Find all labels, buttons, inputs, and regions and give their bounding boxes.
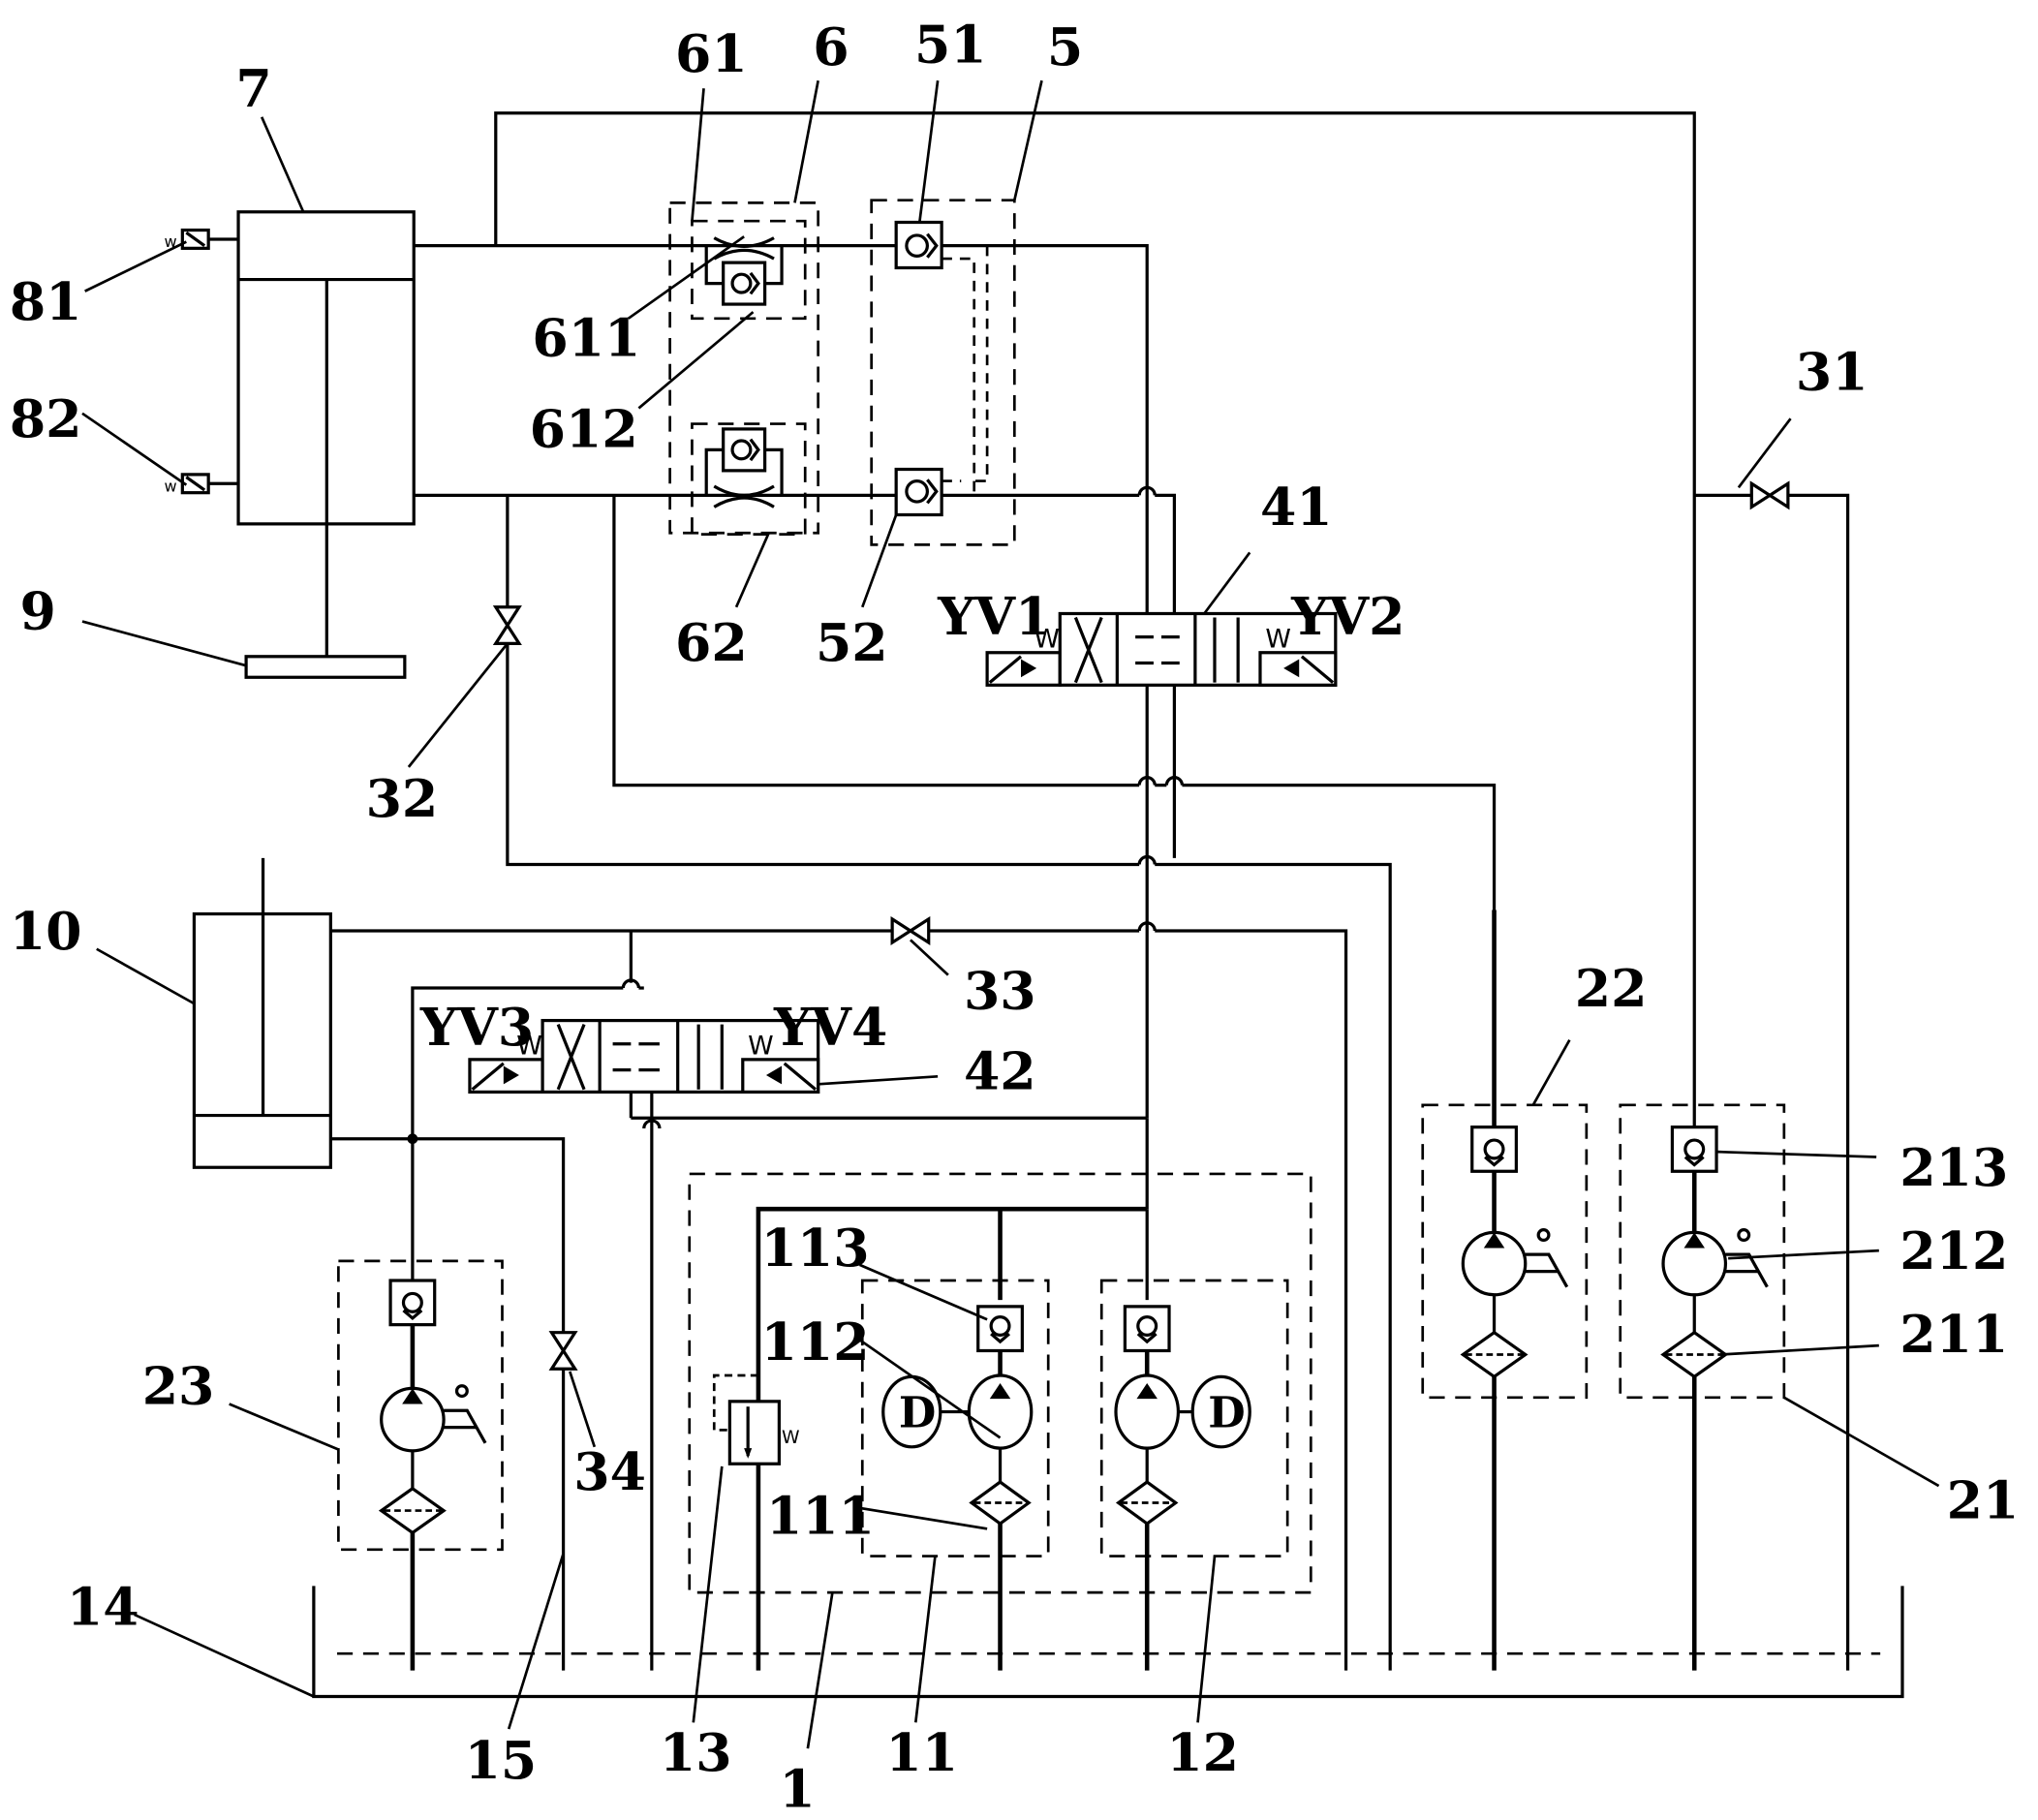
label-81: 81 — [10, 271, 82, 332]
label-32: 32 — [366, 768, 439, 829]
pressure-sensor-82: w — [165, 473, 239, 495]
svg-text:w: w — [165, 477, 177, 495]
power-unit-1: W — [688, 1172, 1312, 1594]
label-61: 61 — [675, 23, 748, 84]
label-51: 51 — [914, 14, 987, 75]
label-41: 41 — [1260, 477, 1333, 538]
svg-text:W: W — [748, 1031, 774, 1061]
part-labels: 7 81 82 9 61 6 51 5 611 612 62 52 41 YV1… — [10, 14, 2019, 1819]
ball-valve-34[interactable] — [548, 1331, 578, 1371]
label-21: 21 — [1947, 1470, 2020, 1531]
label-10: 10 — [10, 901, 82, 962]
svg-text:w: w — [165, 232, 177, 251]
svg-text:W: W — [1265, 624, 1291, 654]
directional-valve-42[interactable]: W W — [468, 1018, 820, 1095]
label-113: 113 — [761, 1218, 870, 1279]
label-52: 52 — [816, 612, 888, 673]
label-1: 1 — [779, 1759, 815, 1820]
label-5: 5 — [1047, 16, 1083, 77]
label-yv1: YV1 — [937, 586, 1051, 647]
label-212: 212 — [1899, 1220, 2008, 1281]
auxiliary-cylinder-10 — [192, 857, 332, 1169]
svg-text:W: W — [1034, 624, 1060, 654]
label-13: 13 — [660, 1722, 732, 1783]
pressure-sensor-81: w — [165, 228, 239, 251]
label-7: 7 — [235, 58, 271, 119]
label-9: 9 — [20, 581, 56, 642]
motor-pump-12 — [1099, 1279, 1289, 1671]
label-11: 11 — [885, 1722, 958, 1783]
label-82: 82 — [10, 388, 82, 449]
pilot-check-block-5 — [870, 199, 1016, 546]
oil-tank-14 — [312, 1586, 1904, 1699]
label-42: 42 — [964, 1041, 1036, 1102]
label-yv3: YV3 — [419, 997, 534, 1058]
ball-valve-33[interactable] — [890, 915, 931, 946]
svg-text:W: W — [516, 1031, 542, 1061]
label-23: 23 — [142, 1356, 215, 1417]
label-612: 612 — [530, 399, 638, 460]
motor-mark: D — [899, 1388, 936, 1438]
label-62: 62 — [675, 612, 748, 673]
platen-9 — [244, 655, 407, 679]
label-yv2: YV2 — [1290, 586, 1405, 647]
ball-valve-31[interactable] — [1749, 480, 1790, 510]
label-111: 111 — [766, 1486, 875, 1547]
label-611: 611 — [532, 308, 640, 369]
label-31: 31 — [1796, 342, 1868, 403]
motor-pump-11 — [860, 1279, 1050, 1671]
label-112: 112 — [761, 1311, 870, 1373]
throttle-check-block-6 — [668, 201, 819, 536]
pipelines — [330, 111, 1850, 1671]
main-cylinder-7 — [236, 210, 416, 670]
label-6: 6 — [813, 16, 849, 77]
svg-text:W: W — [782, 1428, 800, 1448]
leader-lines — [81, 79, 1940, 1749]
hand-pump-unit-23 — [337, 1259, 504, 1671]
label-33: 33 — [964, 961, 1036, 1022]
label-22: 22 — [1575, 958, 1648, 1019]
label-15: 15 — [465, 1730, 538, 1791]
motor-mark: D — [1208, 1388, 1245, 1438]
ball-valve-32[interactable] — [492, 605, 522, 645]
label-213: 213 — [1899, 1137, 2008, 1198]
label-211: 211 — [1899, 1304, 2008, 1365]
hand-pump-unit-22 — [1421, 910, 1589, 1671]
label-yv4: YV4 — [773, 997, 887, 1058]
label-34: 34 — [573, 1441, 646, 1502]
label-12: 12 — [1166, 1722, 1239, 1783]
directional-valve-41[interactable]: W W — [985, 611, 1338, 687]
hand-pump-unit-21 — [1619, 1103, 1786, 1671]
label-14: 14 — [67, 1577, 139, 1638]
